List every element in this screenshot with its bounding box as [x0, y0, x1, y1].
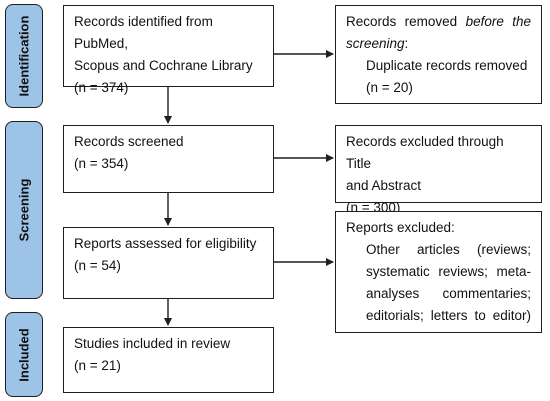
reports-assessed-label: Reports assessed for eligibility: [74, 236, 257, 251]
records-screened-label: Records screened: [74, 134, 184, 149]
studies-included-box: Studies included in review (n = 21): [63, 327, 274, 393]
records-removed-lead: Records removed: [346, 14, 466, 29]
reports-excluded-heading: Reports excluded:: [346, 220, 455, 235]
studies-included-label: Studies included in review: [74, 336, 231, 351]
records-removed-italic1: before the: [465, 14, 532, 29]
records-excluded-line1: Records excluded through Title: [346, 134, 504, 171]
reports-excluded-line3: analyses commentaries;: [366, 286, 531, 301]
reports-assessed-count: (n = 54): [74, 258, 121, 273]
records-removed-line1: Records removed before the: [346, 11, 531, 33]
reports-excluded-box: Reports excluded: Other articles (review…: [335, 211, 542, 333]
records-removed-box: Records removed before the screening: Du…: [335, 5, 542, 104]
phase-included: Included: [5, 312, 43, 397]
duplicate-records-label: Duplicate records removed: [366, 58, 528, 73]
records-removed-line2: screening:: [346, 33, 531, 55]
reports-excluded-line1: Other articles (reviews;: [366, 242, 531, 257]
records-screened-box: Records screened (n = 354): [63, 125, 274, 193]
reports-assessed-box: Reports assessed for eligibility (n = 54…: [63, 227, 274, 299]
reports-excluded-line2: systematic reviews; meta-: [366, 264, 531, 279]
records-identified-line2: Scopus and Cochrane Library: [74, 58, 253, 73]
reports-excluded-line4: editorials; letters to editor): [366, 308, 531, 323]
records-removed-colon: :: [404, 36, 409, 51]
records-excluded-line2: and Abstract: [346, 178, 422, 193]
records-screened-count: (n = 354): [74, 156, 129, 171]
records-identified-line1: Records identified from PubMed,: [74, 14, 213, 51]
reports-excluded-reasons: Other articles (reviews; systematic revi…: [346, 239, 531, 327]
records-excluded-title-box: Records excluded through Title and Abstr…: [335, 125, 542, 215]
studies-included-count: (n = 21): [74, 358, 121, 373]
records-removed-italic2: screening: [346, 36, 405, 51]
records-removed-count: (n = 20): [366, 80, 413, 95]
records-identified-box: Records identified from PubMed, Scopus a…: [63, 5, 274, 95]
phase-screening: Screening: [5, 121, 43, 299]
phase-identification: Identification: [5, 4, 43, 108]
records-identified-count: (n = 374): [74, 80, 129, 95]
